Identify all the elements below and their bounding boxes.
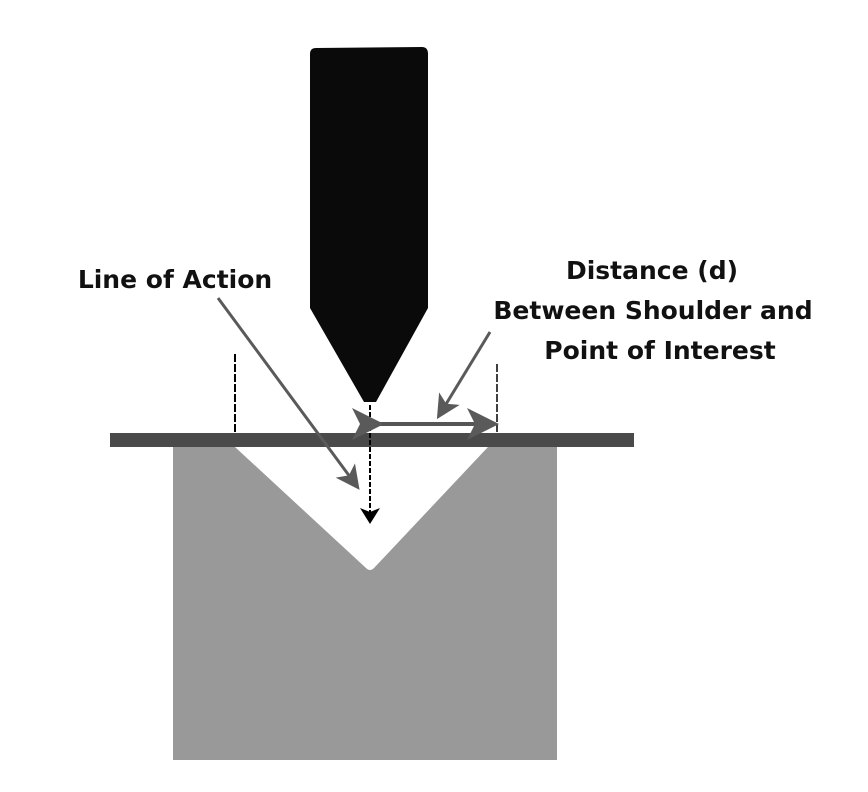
line-of-action-label: Line of Action (78, 265, 272, 294)
distance-label-line2: Between Shoulder and (493, 296, 812, 325)
sheet-plate (110, 433, 634, 447)
line-of-action-leader-arrow (216, 297, 360, 490)
punch (310, 47, 428, 402)
distance-label-line3: Point of Interest (544, 336, 775, 365)
distance-leader-arrow (436, 331, 492, 420)
die (173, 447, 557, 760)
distance-label-line1: Distance (d) (566, 256, 738, 285)
